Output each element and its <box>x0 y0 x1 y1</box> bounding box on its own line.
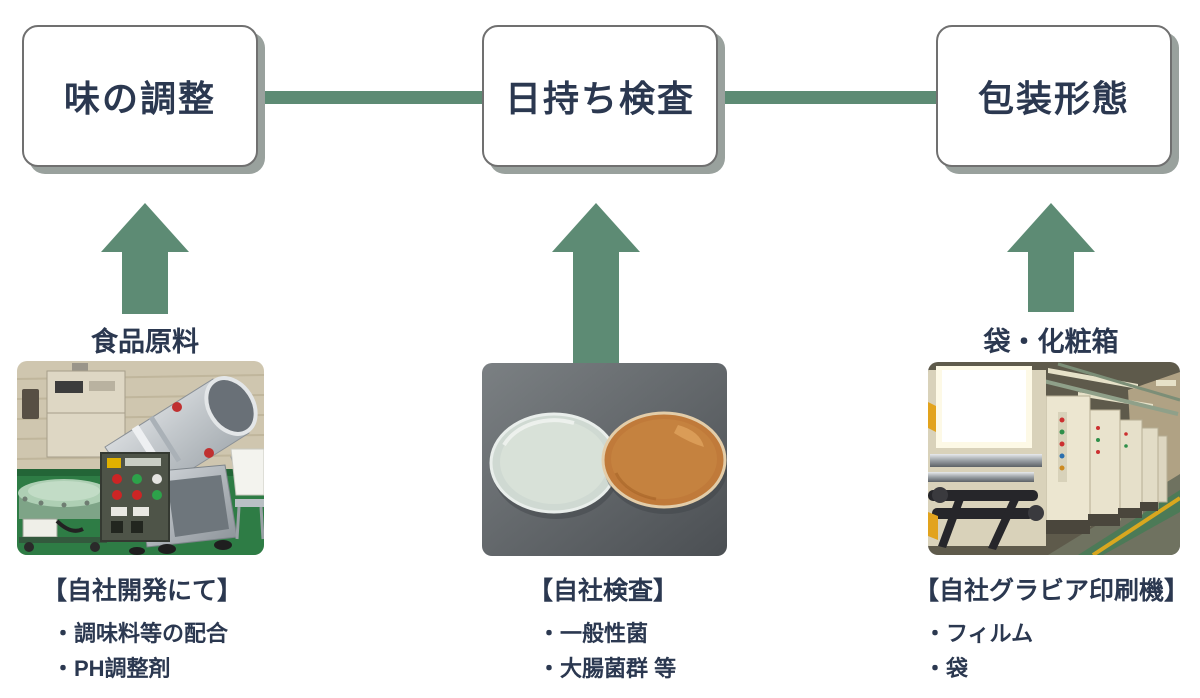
petri-dish-left <box>489 412 620 519</box>
input-label-bags-boxes: 袋・化粧箱 <box>983 327 1119 357</box>
petri-dish-right <box>601 411 727 514</box>
arrow-head <box>552 203 640 252</box>
arrow-head <box>101 203 189 252</box>
flow-connector-2 <box>710 91 946 104</box>
caption-bullet: ・PH調整剤 <box>52 656 171 681</box>
caption-bullet-list: ・一般性菌 ・大腸菌群 等 <box>528 616 678 686</box>
flow-box-label: 包装形態 <box>977 78 1130 119</box>
caption-title: 【自社グラビア印刷機】 <box>914 577 1190 605</box>
caption-gravure-press: 【自社グラビア印刷機】 ・フィルム ・袋 <box>914 571 1189 686</box>
arrow-stem <box>573 251 619 363</box>
arrow-stem <box>1028 251 1074 312</box>
caption-bullet-list: ・フィルム ・袋 <box>914 616 1189 686</box>
flow-box-shelf-life-test: 日持ち検査 <box>482 25 718 167</box>
flow-box-packaging-form: 包装形態 <box>936 25 1172 167</box>
arrow-stem <box>122 251 168 314</box>
arrow-head <box>1007 203 1095 252</box>
caption-bullet: ・大腸菌群 等 <box>538 656 677 681</box>
caption-bullet: ・一般性菌 <box>538 621 649 646</box>
seasoning-mixer-machine-photo <box>17 361 264 555</box>
caption-bullet: ・フィルム <box>924 621 1034 646</box>
flow-box-taste-adjustment: 味の調整 <box>22 25 258 167</box>
flow-box-label: 味の調整 <box>63 78 216 119</box>
petri-dishes-photo <box>482 363 727 556</box>
gravure-printing-machine-photo <box>928 362 1180 555</box>
caption-in-house-inspection: 【自社検査】 ・一般性菌 ・大腸菌群 等 <box>528 571 678 686</box>
caption-title: 【自社開発にて】 <box>42 577 243 605</box>
caption-in-house-development: 【自社開発にて】 ・調味料等の配合 ・PH調整剤 <box>42 571 242 686</box>
caption-bullet: ・調味料等の配合 <box>52 621 229 646</box>
flow-connector-1 <box>250 91 490 104</box>
flow-box-label: 日持ち検査 <box>504 78 695 119</box>
caption-title: 【自社検査】 <box>528 577 679 605</box>
input-label-food-ingredients: 食品原料 <box>91 327 199 357</box>
caption-bullet-list: ・調味料等の配合 ・PH調整剤 <box>42 616 242 686</box>
caption-bullet: ・袋 <box>924 656 969 681</box>
